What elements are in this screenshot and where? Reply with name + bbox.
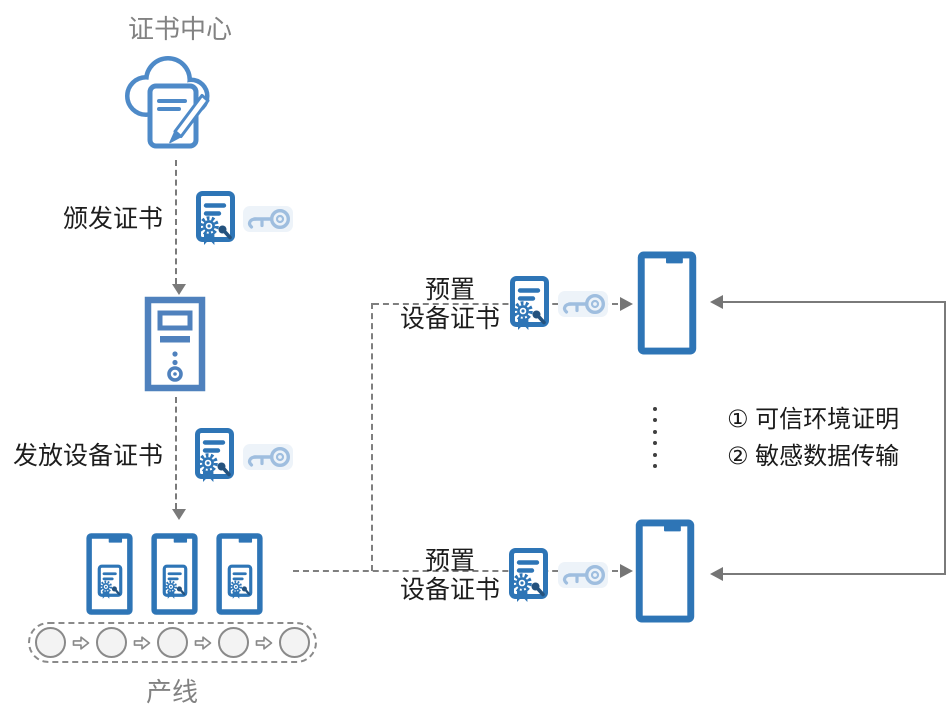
conveyor-arrow-icon [71,634,91,652]
preset-label-line1: 预置 [424,547,476,575]
arrowhead-left-icon [710,295,723,309]
provision-connector-vertical [371,303,373,571]
certificate-icon [227,564,253,600]
conveyor-roller-icon [96,627,127,658]
preset-label-line1: 预置 [424,276,476,304]
device-phone-icon [637,251,697,355]
arrowhead-left-icon [710,567,723,581]
more-devices-ellipsis-icon [653,407,657,468]
device-communication-link [718,301,946,575]
conveyor-belt-icon [28,622,317,663]
provisioning-server-icon [144,296,206,392]
production-line-label: 产线 [145,677,199,707]
arrowhead-right-icon [620,564,633,578]
conveyor-roller-icon [35,627,66,658]
certificate-icon [508,547,549,604]
distribute-device-certificate-label: 发放设备证书 [12,442,163,470]
preset-device-certificate-label: 预置 设备证书 [400,276,500,334]
arrowhead-right-icon [620,297,633,311]
interaction-notes: ① 可信环境证明 ② 敏感数据传输 [727,401,899,475]
factory-phone-icon [86,531,133,617]
distribute-cert-arrow [171,397,186,520]
conveyor-arrow-icon [193,634,213,652]
provision-connector-bottom [293,570,618,572]
conveyor-roller-icon [218,627,249,658]
key-icon [558,562,608,588]
cloud-certificate-icon [122,54,214,152]
device-phone-icon [635,519,695,623]
preset-label-line2: 设备证书 [399,305,501,333]
certificate-icon [162,564,188,600]
factory-phone-icon [216,531,263,617]
factory-phone-icon [151,531,198,617]
issue-cert-arrow [171,160,186,295]
key-icon [558,291,608,317]
key-icon [243,444,293,470]
arrowhead-down-icon [171,509,186,520]
note-trusted-environment: ① 可信环境证明 [727,406,900,433]
key-icon [243,206,293,232]
conveyor-arrow-icon [254,634,274,652]
note-sensitive-data: ② 敏感数据传输 [727,443,900,470]
certificate-center-label: 证书中心 [127,14,233,44]
certificate-icon [195,190,236,247]
certificate-icon [509,275,550,332]
arrowhead-down-icon [171,284,186,295]
conveyor-roller-icon [157,627,188,658]
preset-device-certificate-label: 预置 设备证书 [400,547,500,605]
conveyor-arrow-icon [132,634,152,652]
issue-certificate-label: 颁发证书 [62,205,163,233]
conveyor-roller-icon [279,627,310,658]
provision-connector-top [373,303,618,305]
certificate-icon [194,427,235,484]
preset-label-line2: 设备证书 [399,576,501,604]
certificate-icon [97,564,123,600]
